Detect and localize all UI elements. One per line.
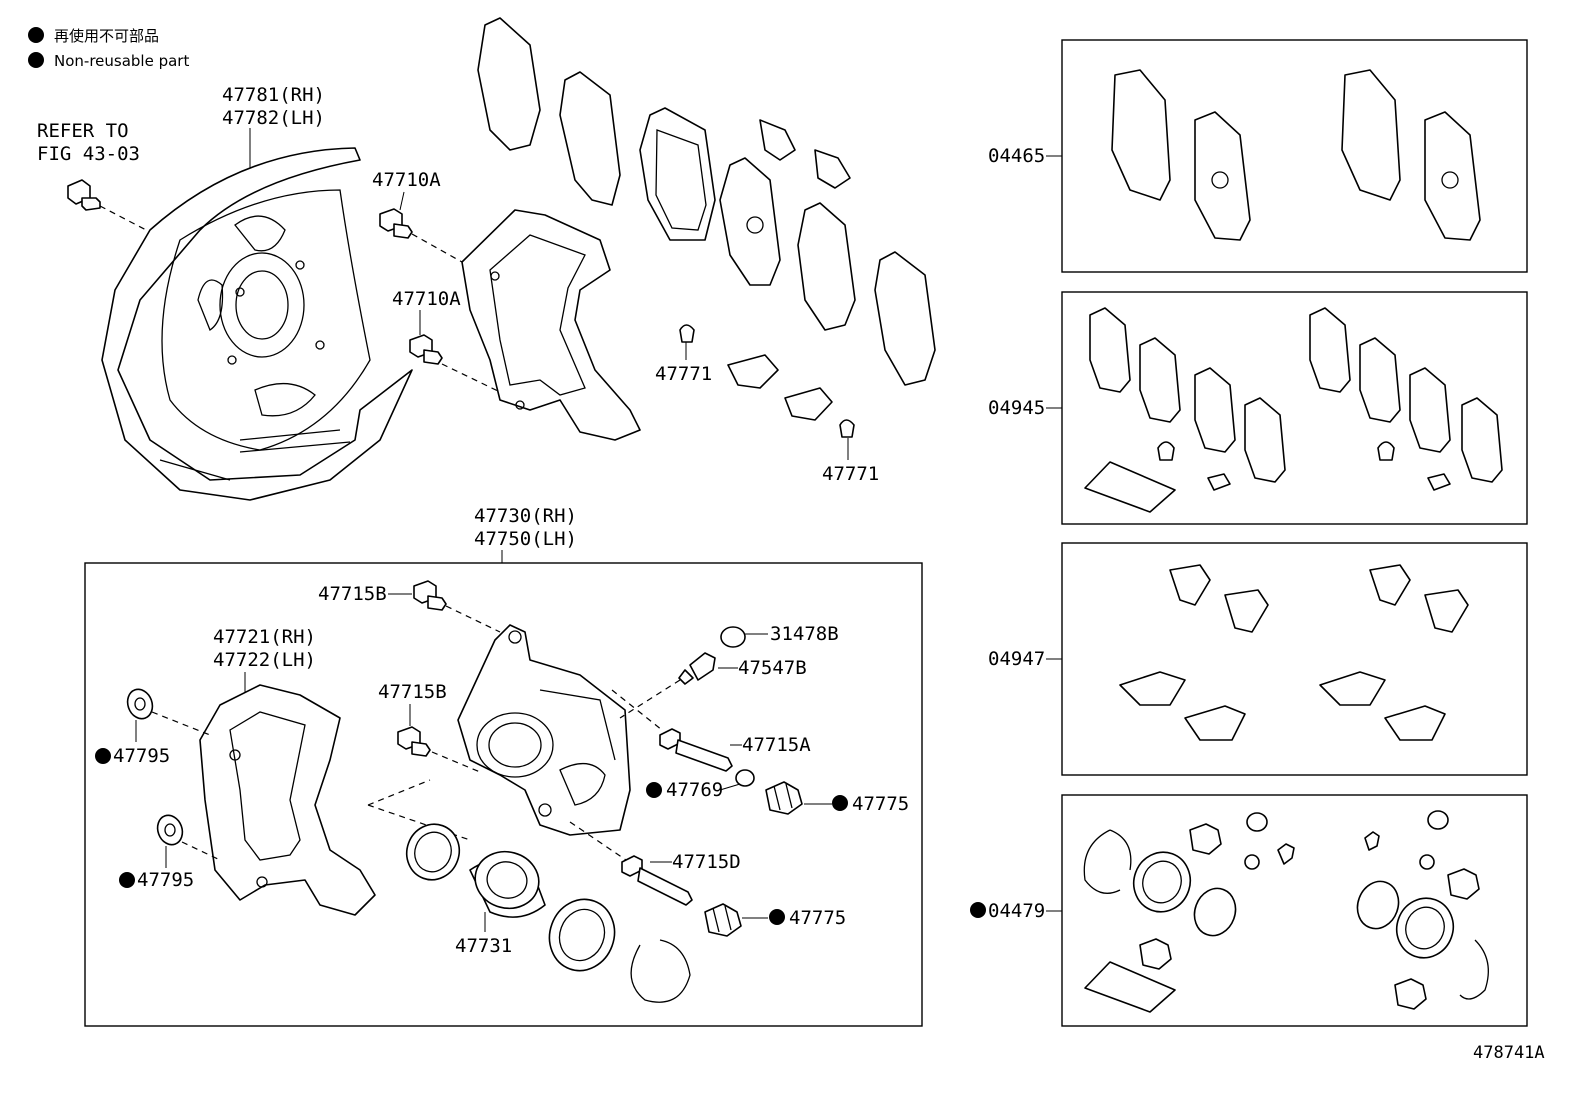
kit-04947-label: 04947 bbox=[988, 648, 1045, 670]
kit-04947-box bbox=[1061, 542, 1528, 776]
refer-to-line2: FIG 43-03 bbox=[37, 143, 140, 165]
cap-31478b-label: 31478B bbox=[770, 623, 839, 645]
pad-group-upper bbox=[477, 17, 936, 386]
figure-id: 478741A bbox=[1473, 1043, 1545, 1063]
kit-04479-label: 04479 bbox=[988, 900, 1045, 922]
bolt-47710a-1 bbox=[379, 208, 413, 239]
non-reusable-marker-icon bbox=[28, 52, 44, 68]
kit-04465-box bbox=[1061, 39, 1528, 273]
piston-boot-ring bbox=[548, 898, 616, 972]
non-reusable-marker-icon bbox=[769, 909, 785, 925]
bleeder-plug-47547b bbox=[678, 652, 716, 685]
clip-47771-label-1: 47771 bbox=[655, 363, 712, 385]
ring-47795-label-1: 47795 bbox=[113, 745, 170, 767]
dust-cover-rh-label: 47781(RH) bbox=[222, 84, 325, 106]
boot-47775-label-2: 47775 bbox=[789, 907, 846, 929]
caliper-mounting bbox=[199, 684, 376, 916]
piston-seal-ring bbox=[405, 823, 461, 881]
cylinder-rh-label: 47730(RH) bbox=[474, 505, 577, 527]
mounting-lh-label: 47722(LH) bbox=[213, 649, 316, 671]
piston-47731-label: 47731 bbox=[455, 935, 512, 957]
mounting-rh-label: 47721(RH) bbox=[213, 626, 316, 648]
slide-pin-47715d bbox=[621, 855, 693, 906]
non-reusable-marker-icon bbox=[95, 748, 111, 764]
shim-clips-upper bbox=[727, 119, 851, 421]
kit-04479-parts bbox=[1083, 810, 1489, 1013]
ring-47795-2 bbox=[156, 814, 184, 846]
piston-47731 bbox=[469, 850, 546, 918]
kit-04945-box bbox=[1061, 291, 1528, 525]
disc-brake-dust-cover bbox=[101, 147, 413, 501]
cylinder-lh-label: 47750(LH) bbox=[474, 528, 577, 550]
seal-47769-label: 47769 bbox=[666, 779, 723, 801]
legend-english: Non-reusable part bbox=[54, 52, 189, 70]
legend: 再使用不可部品 Non-reusable part bbox=[28, 27, 189, 70]
dust-cover-lh-label: 47782(LH) bbox=[222, 107, 325, 129]
kit-04465-label: 04465 bbox=[988, 145, 1045, 167]
clip-47771-parts bbox=[679, 324, 855, 438]
ring-47795-1 bbox=[126, 688, 154, 720]
non-reusable-marker-icon bbox=[646, 782, 662, 798]
non-reusable-marker-icon bbox=[119, 872, 135, 888]
ring-47795-label-2: 47795 bbox=[137, 869, 194, 891]
kit-04945-parts bbox=[1084, 307, 1503, 513]
refer-to-line1: REFER TO bbox=[37, 120, 129, 142]
bleeder-47547b-label: 47547B bbox=[738, 657, 807, 679]
boot-47775-2 bbox=[704, 903, 742, 937]
refer-bolt bbox=[67, 179, 101, 211]
cap-31478b bbox=[720, 626, 746, 648]
non-reusable-marker-icon bbox=[970, 902, 986, 918]
caliper-assembly-box bbox=[84, 562, 923, 1027]
boot-47775-label-1: 47775 bbox=[852, 793, 909, 815]
bolt-47710a-label-2: 47710A bbox=[392, 288, 461, 310]
bolt-47710a-label-1: 47710A bbox=[372, 169, 441, 191]
pin-47715d-label: 47715D bbox=[672, 851, 741, 873]
slide-pin-47715a bbox=[659, 728, 733, 772]
bolt-47715b-label-1: 47715B bbox=[318, 583, 387, 605]
bolt-47715b-1 bbox=[413, 580, 447, 611]
bolt-47715b-label-2: 47715B bbox=[378, 681, 447, 703]
kit-04479-box bbox=[1061, 794, 1528, 1027]
kit-04947-clips bbox=[1119, 564, 1469, 741]
boot-47775-1 bbox=[765, 781, 803, 815]
kit-04465-pads bbox=[1111, 69, 1481, 241]
caliper-body bbox=[457, 624, 631, 836]
set-ring bbox=[630, 939, 691, 1003]
non-reusable-marker-icon bbox=[28, 27, 44, 43]
bolt-47715b-2 bbox=[397, 726, 431, 757]
brake-carrier-upper bbox=[461, 209, 641, 441]
non-reusable-marker-icon bbox=[832, 795, 848, 811]
kit-04945-label: 04945 bbox=[988, 397, 1045, 419]
seal-47769 bbox=[735, 769, 755, 787]
legend-japanese: 再使用不可部品 bbox=[54, 27, 159, 45]
clip-47771-label-2: 47771 bbox=[822, 463, 879, 485]
pin-47715a-label: 47715A bbox=[742, 734, 811, 756]
bolt-47710a-2 bbox=[409, 334, 443, 365]
